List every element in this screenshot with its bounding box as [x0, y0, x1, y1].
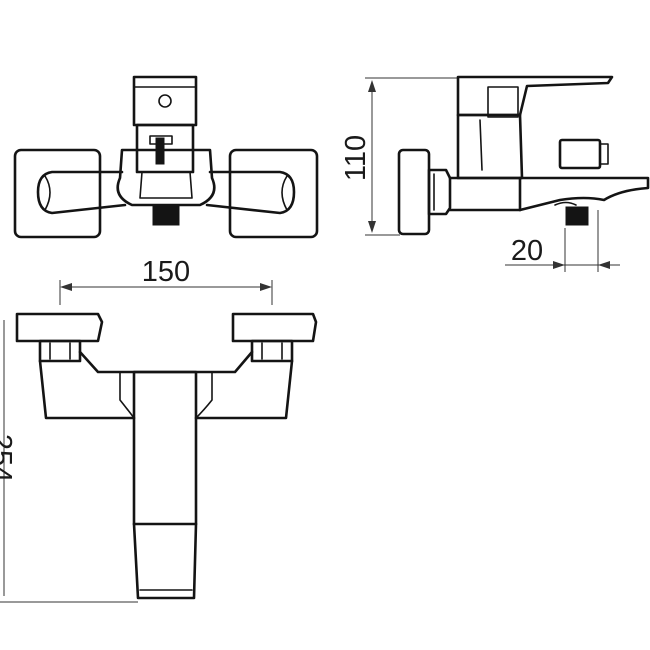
side-handle-lever — [456, 75, 614, 117]
top-right-nut — [250, 339, 294, 363]
side-connector-nut — [427, 168, 452, 216]
top-left-flange — [15, 312, 104, 343]
front-diverter-column — [135, 123, 195, 174]
top-view: 150 254 — [0, 256, 318, 603]
side-wall-flange — [397, 148, 431, 236]
side-view: 110 20 — [340, 75, 650, 272]
top-left-arm — [38, 359, 136, 420]
top-spout — [132, 522, 198, 600]
side-arm — [448, 176, 522, 212]
top-handle — [132, 370, 198, 526]
side-diverter — [558, 138, 602, 170]
top-depth-label: 254 — [0, 434, 17, 482]
front-handle-indicator — [158, 94, 172, 108]
front-right-flange — [228, 148, 319, 239]
front-body — [116, 148, 216, 207]
side-offset-label: 20 — [511, 235, 543, 267]
top-left-nut — [38, 339, 82, 363]
front-left-flange — [13, 148, 102, 239]
front-view — [13, 75, 319, 239]
top-width-label: 150 — [142, 256, 190, 288]
front-right-arm — [205, 170, 296, 215]
side-spout — [518, 176, 650, 212]
front-hose-outlet — [152, 204, 180, 226]
top-right-flange — [231, 312, 318, 343]
side-hose-outlet — [565, 206, 589, 226]
front-handle-block — [132, 75, 198, 127]
top-right-arm — [194, 359, 294, 420]
front-diverter-slot — [155, 137, 165, 165]
top-arm-body — [78, 350, 254, 374]
side-height-label: 110 — [340, 135, 372, 181]
front-left-arm — [36, 170, 127, 215]
side-body — [456, 113, 524, 180]
